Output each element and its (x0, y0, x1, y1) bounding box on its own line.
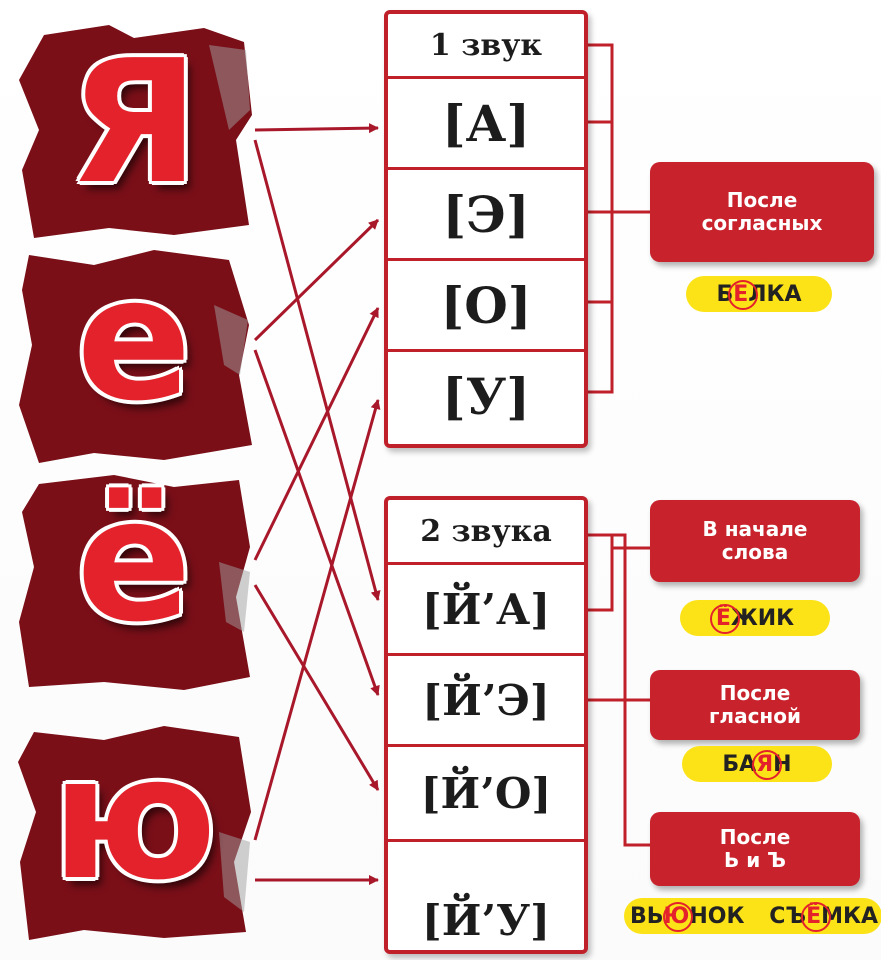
letter-e: е (14, 255, 254, 425)
letter-tile-e: е (14, 245, 254, 465)
rule-after-consonants: После согласных (650, 162, 874, 262)
letter-tile-yu: ю (14, 722, 254, 942)
highlighted-vowel: Ё (806, 904, 821, 929)
highlighted-vowel: Е (733, 282, 748, 307)
letter-tile-yo: ё (14, 472, 254, 692)
arrow-ya-a (255, 128, 378, 130)
one-sound-title: 1 звук (388, 14, 584, 76)
two-sounds-title: 2 звука (388, 500, 584, 562)
rule-word-start-label: В начале слова (685, 518, 825, 564)
rule-after-vowel-label: После гласной (695, 682, 815, 728)
letter-tile-ya: Я (14, 20, 254, 240)
sound-o: [О] (388, 258, 584, 349)
highlighted-vowel: Я (756, 752, 773, 777)
letter-yo: ё (14, 476, 254, 646)
rule-after-signs-label: После Ь и Ъ (710, 826, 800, 872)
arrow-e-e (255, 220, 378, 340)
arrow-ya-ja (255, 140, 378, 600)
sound-je: [Й’Э] (388, 653, 584, 744)
rule-word-start: В начале слова (650, 500, 860, 582)
bracket-one-sound (588, 45, 652, 392)
sound-u: [У] (388, 349, 584, 440)
sound-jo: [Й’О] (388, 744, 584, 839)
two-sounds-table: 2 звука [Й’А] [Й’Э] [Й’О] [Й’У] (384, 496, 588, 954)
rule-after-consonants-label: После согласных (687, 189, 837, 235)
sound-e: [Э] (388, 167, 584, 258)
letter-yu: ю (14, 734, 254, 904)
sound-a: [А] (388, 76, 584, 167)
sound-ja: [Й’А] (388, 562, 584, 653)
one-sound-table: 1 звук [А] [Э] [О] [У] (384, 10, 588, 448)
arrow-yu-u (255, 400, 378, 840)
highlighted-vowel: Ё (716, 606, 731, 631)
letter-ya: Я (14, 38, 254, 208)
sound-ju: [Й’У] (388, 839, 584, 945)
rule-after-signs: После Ь и Ъ (650, 812, 860, 886)
rule-after-vowel: После гласной (650, 670, 860, 740)
bracket-two-sounds (588, 535, 652, 845)
highlighted-vowel: Ю (664, 904, 690, 929)
